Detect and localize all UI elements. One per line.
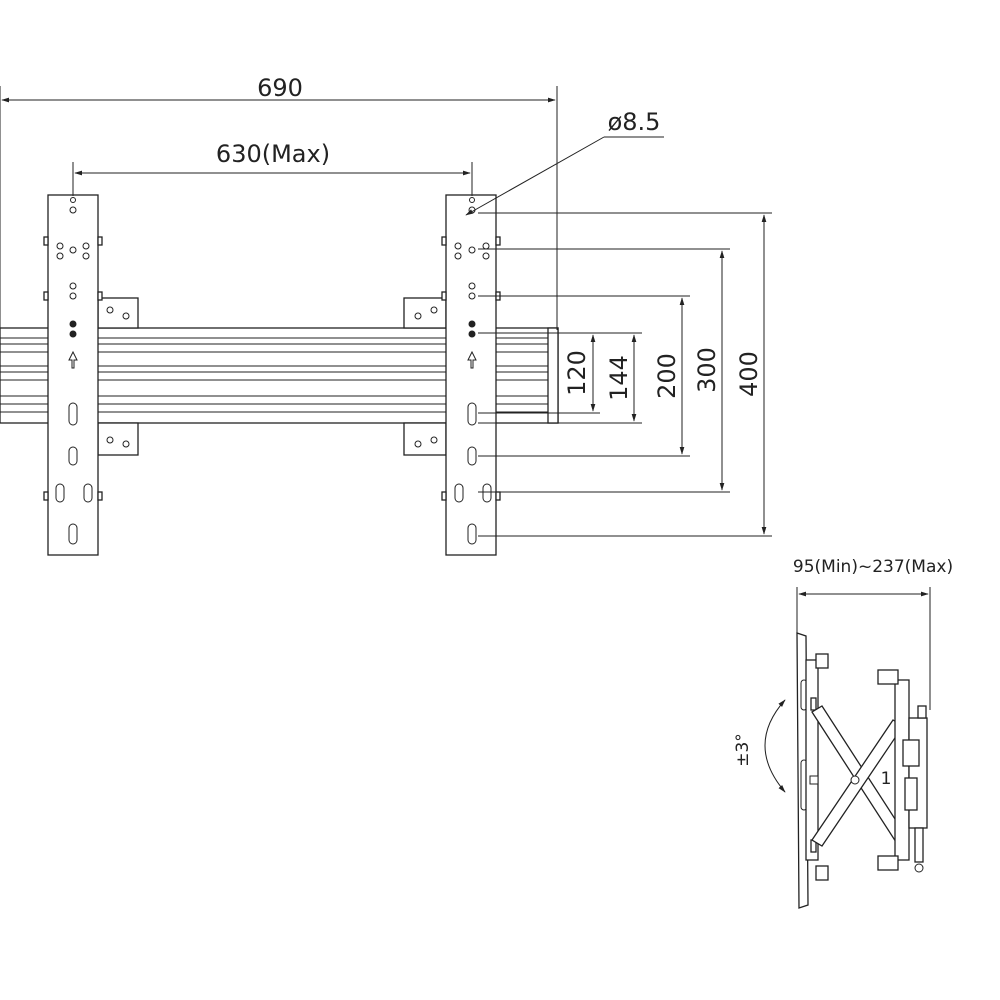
hole-diameter-label: ø8.5 xyxy=(608,108,661,136)
right-vertical-bracket xyxy=(441,194,501,556)
dimension-690-label: 690 xyxy=(257,74,303,102)
hole-diameter-callout: ø8.5 xyxy=(465,108,664,216)
dimension-630-max: 630(Max) xyxy=(72,140,473,196)
side-screen-bracket xyxy=(805,653,829,881)
dimension-200: 200 xyxy=(653,297,685,455)
dimension-144: 144 xyxy=(605,334,637,422)
mounting-plate-right-bottom xyxy=(403,422,447,456)
side-view: 95(Min)~237(Max) ±3° 1 xyxy=(733,557,953,909)
tilt-indicator: ±3° xyxy=(733,699,786,793)
svg-text:1: 1 xyxy=(881,769,892,789)
dimension-630-max-label: 630(Max) xyxy=(216,140,330,168)
dimension-690: 690 xyxy=(0,74,558,330)
dimension-300-label: 300 xyxy=(693,347,721,393)
scissor-arms: 1 xyxy=(809,705,907,847)
dimension-400: 400 xyxy=(735,214,767,535)
depth-range-label: 95(Min)~237(Max) xyxy=(793,557,953,577)
vertical-extension-lines xyxy=(478,212,772,537)
dimension-300: 300 xyxy=(693,250,725,491)
front-view: 690 630(Max) ø8.5 xyxy=(0,74,772,556)
dimension-depth: 95(Min)~237(Max) xyxy=(793,557,953,710)
side-display-plate xyxy=(877,669,928,873)
left-vertical-bracket xyxy=(43,194,103,556)
dimension-400-label: 400 xyxy=(735,351,763,397)
tilt-label: ±3° xyxy=(733,733,753,767)
mounting-plate-right-top xyxy=(403,297,447,329)
mounting-plate-left-bottom xyxy=(97,422,139,456)
dimension-120-label: 120 xyxy=(563,350,591,396)
dimension-120: 120 xyxy=(563,334,596,412)
dimension-200-label: 200 xyxy=(653,353,681,399)
dimension-144-label: 144 xyxy=(605,355,633,401)
mounting-plate-left-top xyxy=(97,297,139,329)
